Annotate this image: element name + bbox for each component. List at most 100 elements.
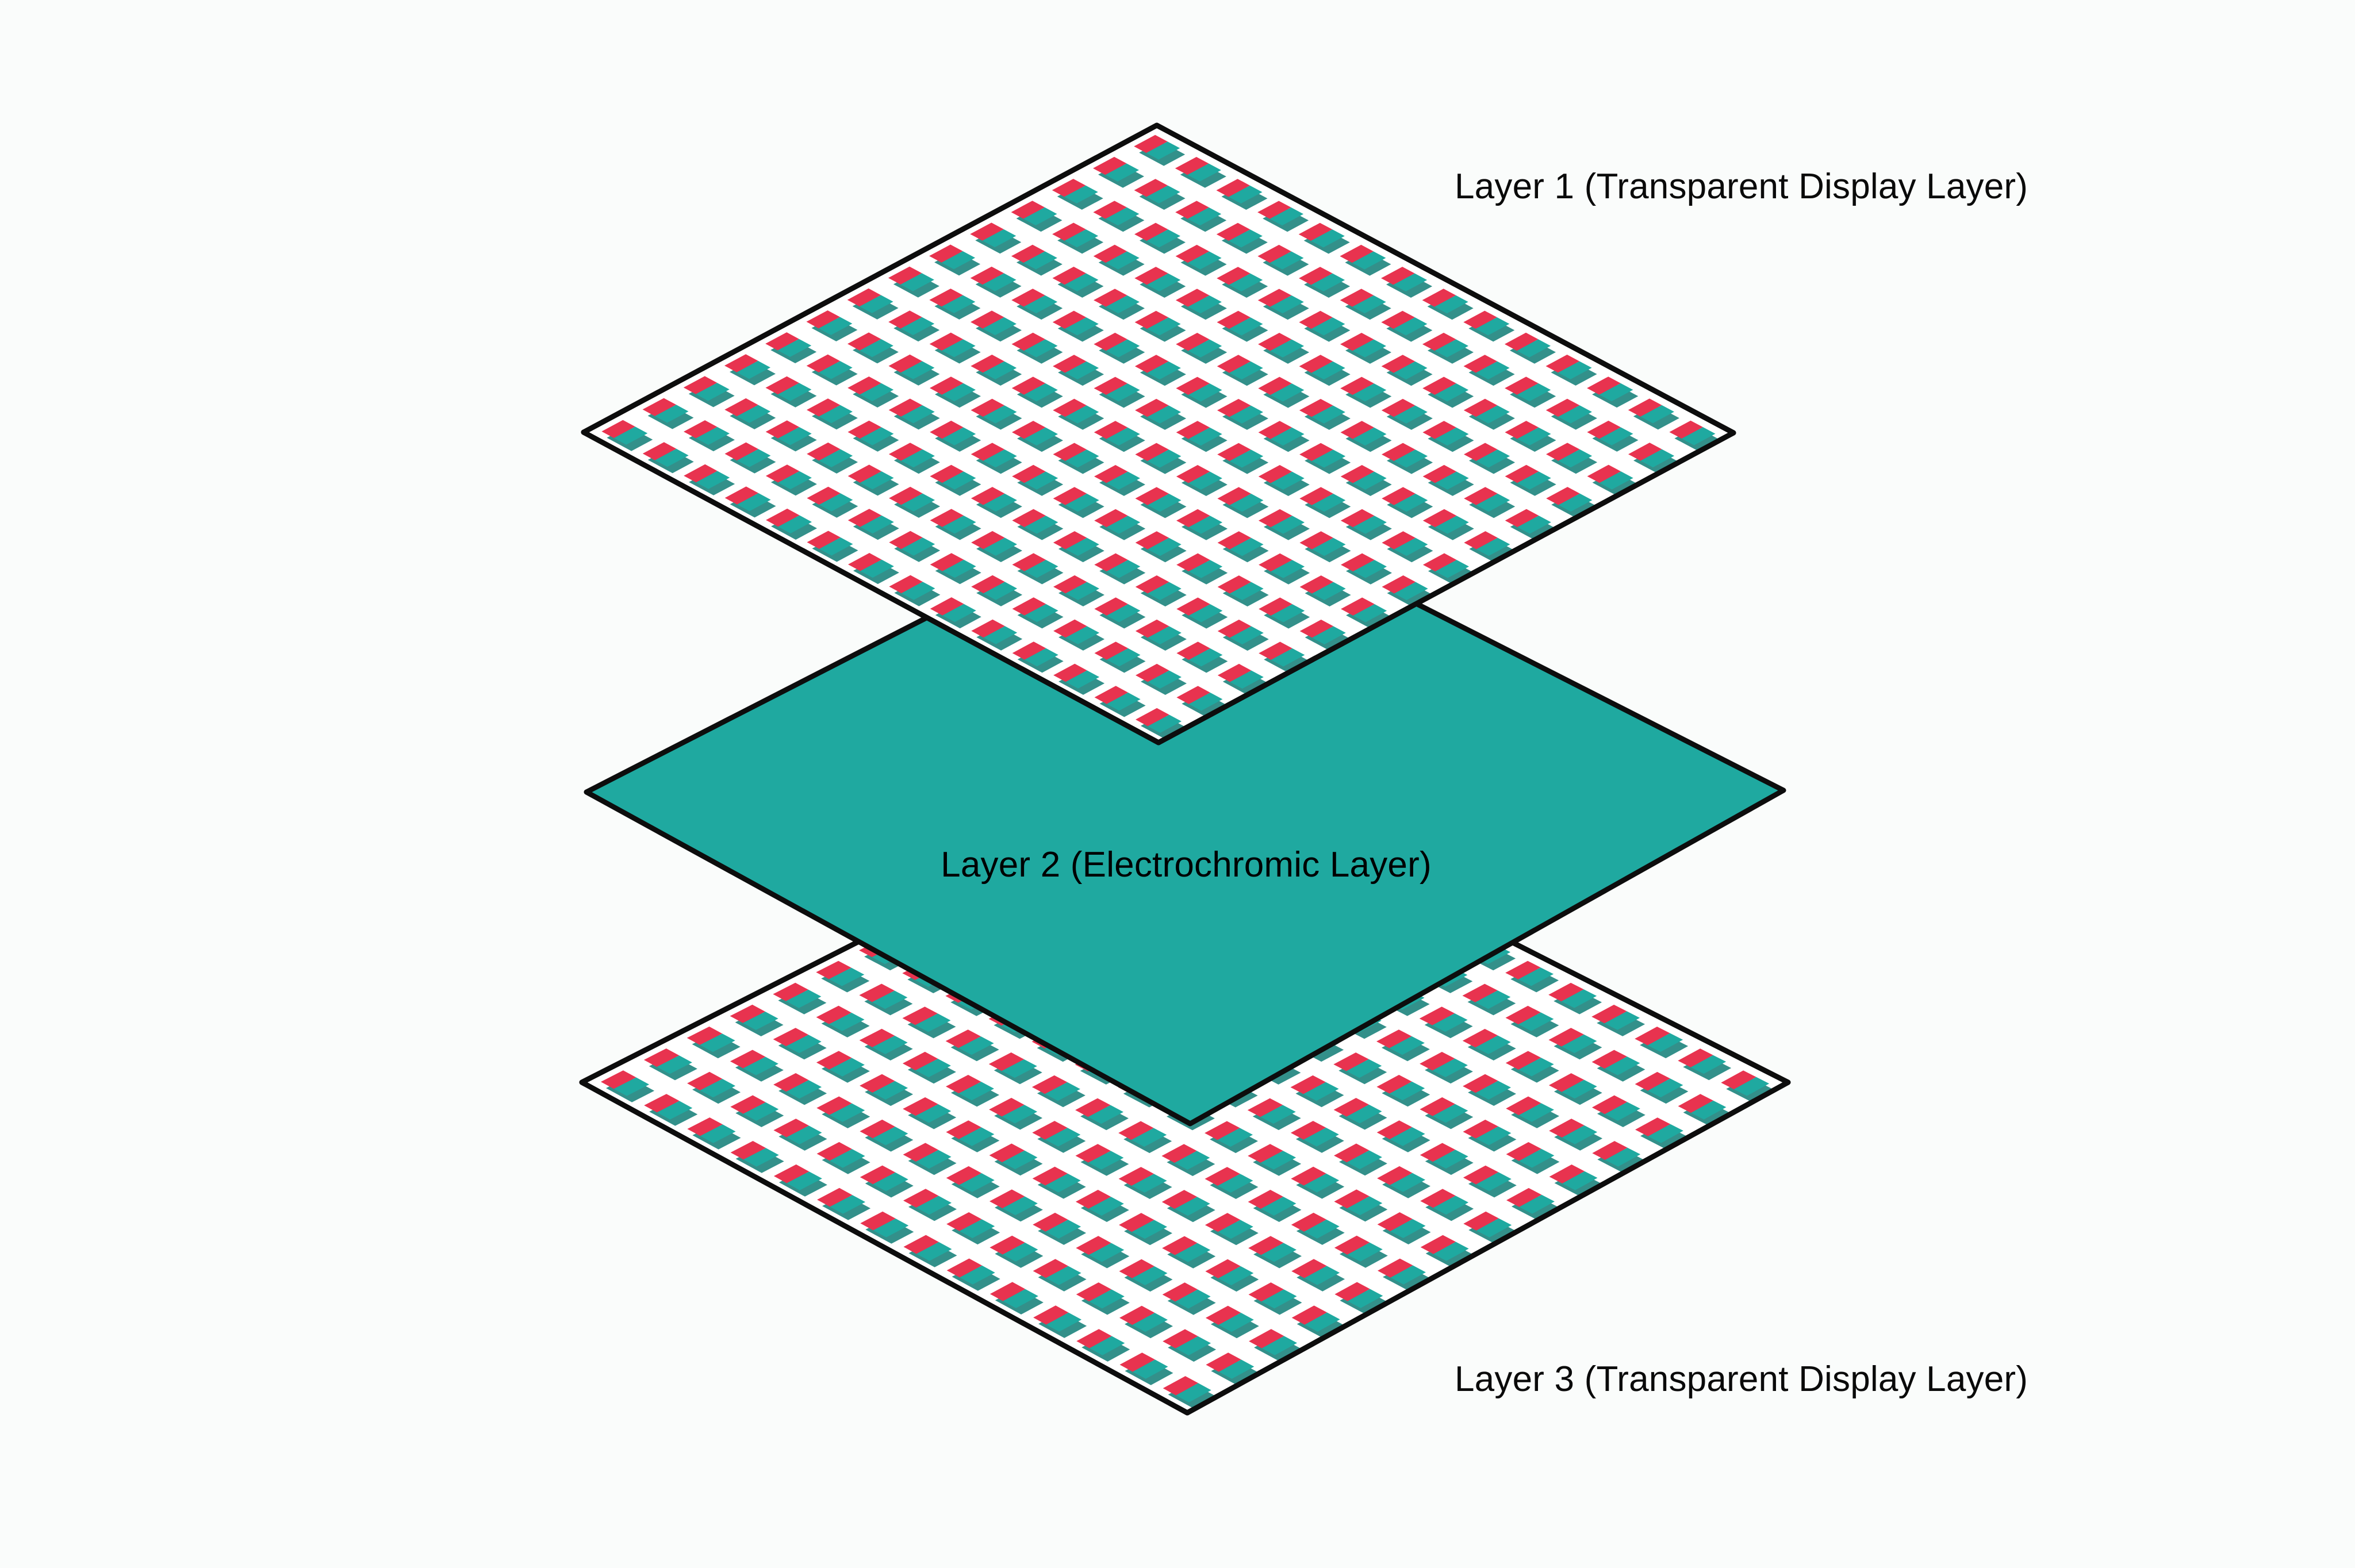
pixel-cell-red-subpixel — [970, 266, 1004, 285]
pixel-cell-teal-subpixel — [787, 1171, 822, 1190]
pixel-cell-red-subpixel — [1248, 1144, 1283, 1163]
pixel-cell-teal-subpixel — [900, 361, 935, 379]
pixel-cell-red-subpixel — [1505, 464, 1539, 483]
pixel-cell-teal-subpixel — [655, 405, 689, 423]
pixel-cell-red-subpixel — [1176, 553, 1210, 572]
pixel-cell-red-subpixel — [687, 1117, 723, 1136]
pixel-cell-red-subpixel — [1505, 1005, 1541, 1025]
pixel-cell-red-subpixel — [1205, 1305, 1241, 1325]
pixel-cell-red-subpixel — [773, 982, 808, 1001]
pixel-cell-teal-subpixel — [786, 989, 822, 1008]
pixel-cell-red-subpixel — [971, 443, 1005, 461]
pixel-cell-red-subpixel — [601, 420, 635, 439]
pixel-cell-teal-subpixel — [1106, 383, 1140, 402]
pixel-cell-teal-subpixel — [1023, 207, 1057, 226]
pixel-cell-red-subpixel — [1052, 310, 1087, 329]
pixel-cell-red-subpixel — [989, 1189, 1025, 1209]
pixel-cell-teal-subpixel — [1045, 1082, 1080, 1101]
pixel-cell-teal-subpixel — [1229, 361, 1263, 380]
pixel-cell-red-subpixel — [1591, 1005, 1627, 1024]
pixel-cell-teal-subpixel — [1347, 1104, 1382, 1124]
pixel-cell-teal-subpixel — [960, 1265, 995, 1285]
pixel-cell-teal-subpixel — [1599, 427, 1633, 445]
pixel-cell-red-subpixel — [903, 1097, 938, 1116]
pixel-cell-red-subpixel — [988, 1052, 1025, 1071]
pixel-cell-teal-subpixel — [1133, 1359, 1168, 1379]
pixel-cell-teal-subpixel — [1188, 560, 1223, 578]
pixel-cell-teal-subpixel — [942, 604, 976, 622]
pixel-cell-red-subpixel — [817, 1187, 853, 1207]
pixel-cell-red-subpixel — [1176, 376, 1210, 395]
pixel-cell-red-subpixel — [1546, 443, 1580, 461]
pixel-cell-red-subpixel — [930, 464, 964, 483]
pixel-cell-teal-subpixel — [915, 1013, 951, 1032]
pixel-cell-teal-subpixel — [613, 1077, 650, 1096]
pixel-cell-teal-subpixel — [700, 1079, 736, 1098]
pixel-cell-teal-subpixel — [1312, 626, 1346, 645]
layer-1-plane — [581, 122, 1736, 745]
pixel-cell-teal-subpixel — [1148, 537, 1182, 556]
pixel-cell-teal-subpixel — [1064, 273, 1099, 291]
pixel-cell-red-subpixel — [1635, 1071, 1670, 1091]
pixel-cell-red-subpixel — [1505, 509, 1539, 528]
pixel-cell-red-subpixel — [1635, 1117, 1671, 1136]
pixel-cell-teal-subpixel — [1176, 1383, 1211, 1402]
pixel-cell-teal-subpixel — [1647, 1033, 1683, 1052]
pixel-cell-red-subpixel — [1119, 1213, 1155, 1232]
pixel-cell-red-subpixel — [1076, 1282, 1112, 1302]
pixel-cell-teal-subpixel — [1562, 1171, 1598, 1190]
pixel-cell-red-subpixel — [1161, 1190, 1198, 1209]
pixel-cell-teal-subpixel — [982, 229, 1017, 248]
pixel-cell-red-subpixel — [1291, 1166, 1326, 1186]
pixel-cell-teal-subpixel — [1600, 471, 1633, 490]
pixel-cell-red-subpixel — [1217, 620, 1252, 638]
layer-2-plane — [584, 483, 1786, 1127]
pixel-cell-red-subpixel — [930, 597, 964, 616]
pixel-cell-teal-subpixel — [1475, 1081, 1511, 1100]
pixel-cell-teal-subpixel — [1230, 582, 1264, 601]
pixel-cell-teal-subpixel — [1270, 295, 1304, 314]
pixel-cell-red-subpixel — [1012, 641, 1046, 660]
pixel-cell-teal-subpixel — [983, 273, 1017, 291]
pixel-cell-teal-subpixel — [1648, 1124, 1683, 1143]
pixel-cell-teal-subpixel — [942, 471, 976, 490]
pixel-cell-teal-subpixel — [778, 427, 812, 445]
pixel-cell-red-subpixel — [1094, 465, 1128, 483]
pixel-cell-red-subpixel — [1136, 663, 1169, 682]
pixel-cell-teal-subpixel — [900, 273, 934, 291]
pixel-cell-red-subpixel — [1032, 1166, 1068, 1186]
pixel-cell-teal-subpixel — [700, 1124, 736, 1143]
pixel-cell-teal-subpixel — [872, 990, 908, 1009]
pixel-cell-teal-subpixel — [819, 449, 853, 467]
pixel-cell-teal-subpixel — [1393, 317, 1428, 336]
pixel-cell-teal-subpixel — [1435, 427, 1469, 446]
pixel-cell-teal-subpixel — [1347, 1196, 1383, 1216]
pixel-cell-teal-subpixel — [983, 537, 1017, 556]
pixel-cell-teal-subpixel — [872, 1081, 908, 1100]
pixel-cell-red-subpixel — [1205, 1213, 1241, 1232]
pixel-cell-red-subpixel — [773, 1028, 809, 1047]
pixel-cell-teal-subpixel — [1065, 670, 1100, 689]
pixel-cell-red-subpixel — [971, 531, 1005, 549]
pixel-cell-red-subpixel — [1053, 398, 1087, 417]
pixel-cell-red-subpixel — [1463, 310, 1497, 329]
pixel-cell-teal-subpixel — [1311, 273, 1345, 291]
pixel-cell-red-subpixel — [1290, 1075, 1326, 1094]
pixel-cell-teal-subpixel — [1353, 471, 1387, 490]
pixel-cell-red-subpixel — [1721, 1070, 1756, 1090]
pixel-cell-teal-subpixel — [1025, 604, 1058, 622]
pixel-cell-red-subpixel — [847, 376, 881, 395]
pixel-cell-teal-subpixel — [778, 383, 812, 401]
pixel-cell-teal-subpixel — [1476, 493, 1510, 512]
pixel-cell-teal-subpixel — [819, 361, 853, 379]
pixel-cell-teal-subpixel — [1271, 427, 1305, 446]
pixel-cell-teal-subpixel — [1229, 449, 1264, 468]
pixel-cell-teal-subpixel — [1188, 604, 1223, 622]
pixel-cell-red-subpixel — [929, 244, 963, 263]
pixel-cell-teal-subpixel — [1218, 1174, 1253, 1193]
pixel-cell-teal-subpixel — [1024, 471, 1058, 490]
pixel-cell-teal-subpixel — [1106, 427, 1140, 446]
pixel-cell-red-subpixel — [807, 398, 841, 417]
pixel-cell-teal-subpixel — [829, 1058, 865, 1077]
pixel-cell-red-subpixel — [1587, 420, 1621, 439]
